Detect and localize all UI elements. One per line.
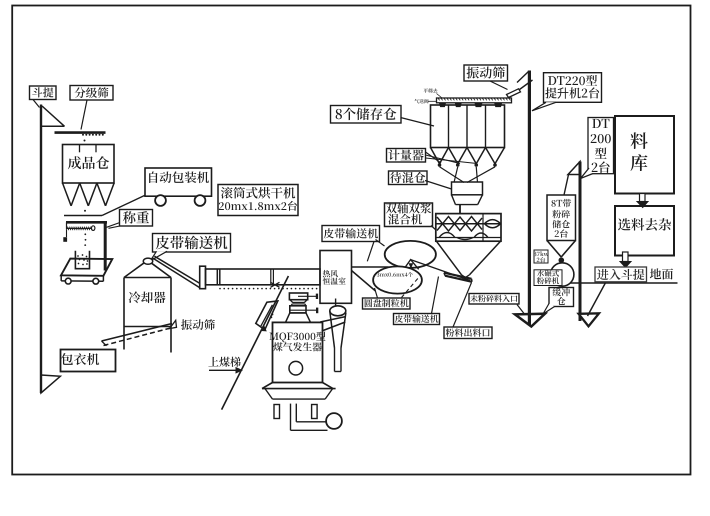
svg-text:上煤梯: 上煤梯 [208,354,241,370]
svg-text:3mx0.6mx4个: 3mx0.6mx4个 [377,270,414,278]
svg-text:包衣机: 包衣机 [60,349,99,368]
svg-text:成品仓: 成品仓 [68,153,110,173]
svg-text:8个储存仓: 8个储存仓 [335,103,397,123]
svg-text:DT220型: DT220型 [548,72,598,89]
svg-text:型: 型 [594,144,607,162]
svg-text:粉碎: 粉碎 [552,208,570,221]
svg-text:混合机: 混合机 [388,212,423,228]
svg-text:料: 料 [630,128,648,154]
svg-text:皮带输送机: 皮带输送机 [395,312,439,325]
svg-text:振动筛: 振动筛 [466,63,505,82]
svg-text:自动包装机: 自动包装机 [147,168,210,186]
svg-text:选料去杂: 选料去杂 [618,214,672,234]
svg-text:粉碎机: 粉碎机 [537,275,560,286]
svg-text:2台: 2台 [591,158,611,176]
svg-text:圆盘制粒机: 圆盘制粒机 [364,297,409,310]
svg-text:未粉碎料入口: 未粉碎料入口 [470,294,518,305]
svg-text:提升机2台: 提升机2台 [545,85,600,102]
svg-text:200: 200 [590,129,612,147]
svg-text:粉料出料口: 粉料出料口 [445,326,490,339]
svg-text:煤气发生器: 煤气发生器 [273,340,322,354]
svg-text:2台: 2台 [554,227,568,240]
svg-text:皮带输送机: 皮带输送机 [155,232,228,253]
svg-text:37kw: 37kw [533,249,548,258]
svg-text:水碾式: 水碾式 [537,268,560,279]
svg-text:2台: 2台 [536,255,545,264]
svg-text:仓: 仓 [557,295,566,308]
svg-text:气送阀: 气送阀 [414,98,429,105]
svg-text:8T带: 8T带 [551,197,571,210]
svg-text:分级筛: 分级筛 [74,85,109,101]
svg-text:恒温室: 恒温室 [323,276,347,287]
svg-text:热风: 热风 [323,268,339,279]
svg-text:振动筛: 振动筛 [181,317,216,333]
svg-text:储仓: 储仓 [552,218,570,231]
svg-text:MQF3000型: MQF3000型 [269,328,326,343]
svg-text:皮带输送机: 皮带输送机 [323,225,378,241]
svg-text:待混仓: 待混仓 [390,169,426,186]
svg-text:20mx1.8mx2台: 20mx1.8mx2台 [218,199,297,214]
svg-text:滚筒式烘干机: 滚筒式烘干机 [220,184,296,202]
svg-text:平筛去: 平筛去 [423,88,438,95]
svg-text:库: 库 [630,150,648,176]
svg-text:双轴双浆: 双轴双浆 [386,201,432,217]
svg-text:斗提: 斗提 [32,85,54,101]
svg-text:地面: 地面 [649,265,673,282]
svg-text:DT: DT [592,114,611,132]
svg-text:冷却器: 冷却器 [128,288,166,306]
svg-text:缓冲: 缓冲 [552,286,570,299]
svg-text:进入斗提: 进入斗提 [597,266,645,283]
svg-text:计量器: 计量器 [388,147,424,164]
svg-text:称重: 称重 [123,207,150,227]
